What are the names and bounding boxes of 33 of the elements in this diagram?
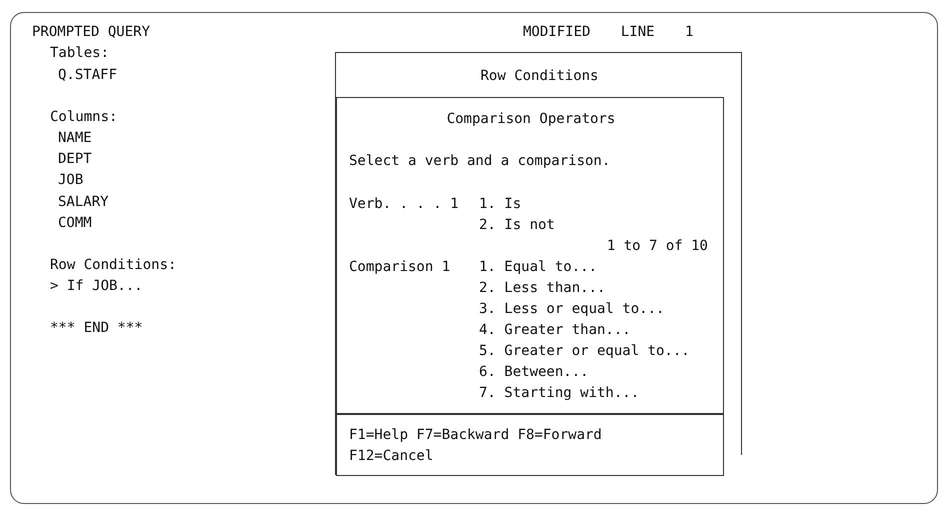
instruction-text: Select a verb and a comparison. <box>349 152 610 170</box>
dialog-panel <box>336 97 724 414</box>
column-name: JOB <box>58 171 84 189</box>
table-name: Q.STAFF <box>58 66 118 84</box>
menu-option: 7. Starting with... <box>479 384 640 402</box>
menu-option: 2. Less than... <box>479 279 606 297</box>
screen-header: PROMPTED QUERY <box>32 23 150 41</box>
panel-title: Comparison Operators <box>446 110 616 128</box>
screen-header: MODIFIED LINE 1 <box>523 23 694 41</box>
column-name: DEPT <box>58 150 92 168</box>
section-heading: Row Conditions: <box>50 256 176 274</box>
scroll-indicator: 1 to 7 of 10 <box>606 237 708 255</box>
menu-option: 5. Greater or equal to... <box>479 342 690 360</box>
function-key-panel <box>336 414 724 476</box>
section-heading: Columns: <box>50 108 118 126</box>
menu-option: 6. Between... <box>479 363 589 381</box>
condition-line: > If JOB... <box>50 277 143 295</box>
column-name: COMM <box>58 214 92 232</box>
end-marker: *** END *** <box>50 319 143 337</box>
prompt-label: Comparison 1 <box>349 258 450 276</box>
function-key-hints: F1=Help F7=Backward F8=Forward <box>349 426 602 444</box>
menu-option: 3. Less or equal to... <box>479 300 664 318</box>
prompt-label: Verb. . . . 1 <box>349 195 459 213</box>
menu-option: 2. Is not <box>479 216 555 234</box>
section-heading: Tables: <box>50 44 110 62</box>
dialog-window <box>335 52 742 475</box>
window-title: Row Conditions <box>479 67 600 85</box>
menu-option: 4. Greater than... <box>479 321 631 339</box>
column-name: SALARY <box>58 193 109 211</box>
menu-option: 1. Equal to... <box>479 258 598 276</box>
menu-option: 1. Is <box>479 195 522 213</box>
function-key-hints: F12=Cancel <box>349 447 434 465</box>
column-name: NAME <box>58 129 92 147</box>
